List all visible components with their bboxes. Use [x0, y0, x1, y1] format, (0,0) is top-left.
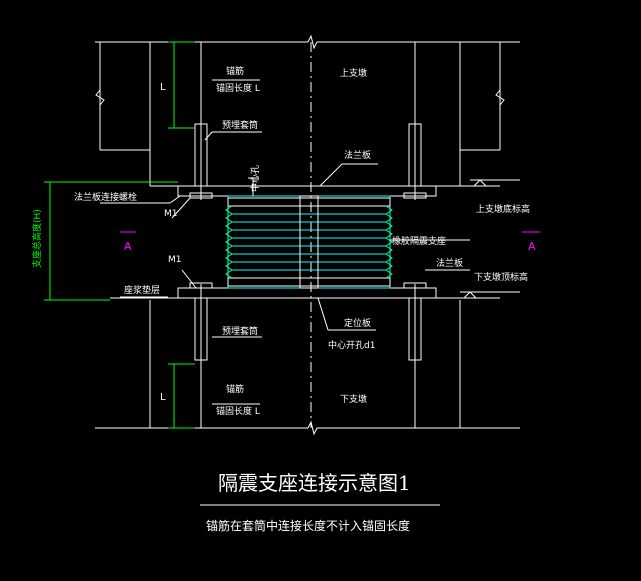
dim-support-height — [44, 181, 178, 301]
bearing-label: 橡胶隔震支座 — [392, 235, 446, 247]
upper-elev-label: 上支墩底标高 — [476, 203, 530, 215]
isolation-bearing — [225, 195, 393, 289]
section-left-label: A — [124, 240, 132, 253]
drawing-title: 隔震支座连接示意图1 — [218, 471, 411, 495]
embedded-sleeve-bottom-label: 预埋套筒 — [222, 325, 258, 337]
support-height-label: 支座总高度(H) — [31, 209, 43, 268]
m1-bottom-label: M1 — [168, 255, 182, 265]
flange-bottom-label: 法兰板 — [436, 257, 463, 269]
dim-L-top-label: L — [160, 82, 166, 93]
dim-bearing-top — [248, 177, 258, 196]
center-hole-note-label: 中心开孔d1 — [328, 339, 375, 351]
anchor-sleeves — [189, 42, 427, 428]
upper-flange-plate — [177, 185, 437, 197]
upper-elev-marker — [470, 179, 520, 187]
upper-pier-outline — [95, 42, 505, 186]
upper-pier-label: 上支墩 — [340, 67, 367, 79]
drawing-note: 锚筋在套筒中连接长度不计入锚固长度 — [206, 518, 410, 533]
lower-elev-marker — [460, 291, 520, 299]
lower-elev-label: 下支墩顶标高 — [474, 271, 528, 283]
section-marker-right: A — [522, 231, 540, 253]
flange-conn-label: 法兰板连接螺栓 — [74, 191, 137, 203]
section-right-label: A — [528, 240, 536, 253]
dim-L-bottom-label: L — [160, 392, 166, 403]
anchor-bar-top-label: 锚筋 — [226, 65, 244, 77]
lower-pier-outline — [149, 300, 461, 428]
center-hole-label: 中心孔 — [249, 165, 261, 192]
m1-top-label: M1 — [164, 209, 178, 219]
lower-flange-plate — [177, 287, 437, 299]
dim-L-bottom — [168, 363, 195, 429]
flange-top-label: 法兰板 — [344, 149, 371, 161]
leader-lines — [100, 79, 470, 405]
leveling-label: 座浆垫层 — [124, 284, 160, 296]
upper-break-line — [95, 34, 520, 50]
dim-L-top — [168, 41, 195, 129]
lower-pier-label: 下支墩 — [340, 393, 367, 405]
anchor-len-top-label: 锚固长度 L — [216, 82, 260, 94]
lower-break-line — [95, 420, 520, 436]
anchor-bar-bottom-label: 锚筋 — [226, 383, 244, 395]
section-marker-left: A — [120, 231, 136, 253]
positioning-plate-label: 定位板 — [344, 317, 371, 329]
anchor-len-bottom-label: 锚固长度 L — [216, 405, 260, 417]
embedded-sleeve-top-label: 预埋套筒 — [222, 119, 258, 131]
